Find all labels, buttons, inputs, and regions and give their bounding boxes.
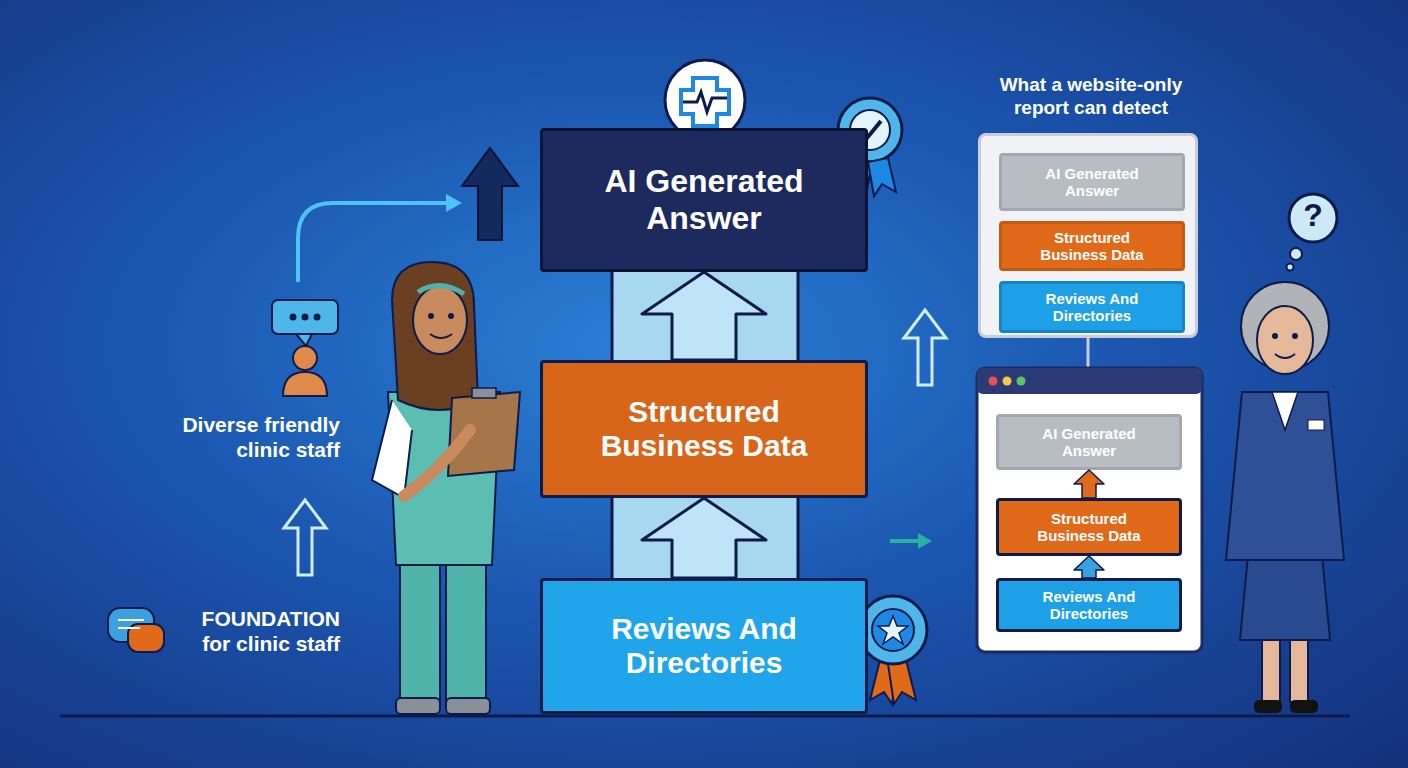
thought-dot — [1290, 248, 1302, 260]
window-dot — [989, 377, 998, 386]
chat-dot — [290, 314, 297, 321]
woman-skirt — [1240, 555, 1330, 640]
box-text: AI Generated Answer — [1029, 425, 1149, 460]
box-text: Reviews And Directories — [1032, 290, 1152, 325]
foundation-label: FOUNDATION for clinic staff — [180, 606, 340, 656]
nurse-eye — [448, 313, 454, 319]
thought-dot — [1287, 264, 1294, 271]
arrow-head — [918, 533, 932, 549]
browser-item: Reviews And Directories — [996, 578, 1182, 632]
woman-leg — [1290, 636, 1308, 702]
browser-item: AI Generated Answer — [996, 414, 1182, 470]
badge-ribbon — [868, 158, 896, 196]
nurse-shoe — [396, 698, 440, 714]
flow-arrow — [1074, 556, 1104, 578]
answer-box: AI Generated Answer — [540, 128, 868, 272]
panel-item: AI Generated Answer — [999, 153, 1185, 211]
data-box: Structured Business Data — [540, 360, 868, 498]
woman-eye — [1292, 333, 1298, 339]
window-dot — [1017, 377, 1026, 386]
badge-ribbon — [888, 660, 916, 704]
woman-smile — [1275, 354, 1295, 358]
panel-link — [1087, 338, 1090, 368]
question-mark: ? — [1293, 196, 1333, 234]
arrow-head — [446, 194, 462, 212]
panel-heading: What a website-only report can detect — [971, 74, 1211, 120]
box-text: Structured Business Data — [573, 395, 835, 464]
person-icon — [283, 372, 327, 396]
staff-label: Diverse friendly clinic staff — [160, 412, 340, 462]
woman-shoe — [1290, 700, 1318, 713]
box-text: AI Generated Answer — [1032, 165, 1152, 200]
pulse-line — [683, 92, 727, 112]
box-text: Reviews And Directories — [1029, 588, 1149, 623]
nurse-hijab — [392, 262, 478, 410]
box-text: Structured Business Data — [1029, 510, 1149, 545]
woman-leg — [1262, 636, 1280, 702]
nurse-shoe — [446, 698, 490, 714]
chat-dot — [314, 314, 321, 321]
person-icon — [293, 346, 317, 370]
directory-box: Reviews And Directories — [540, 578, 868, 714]
up-arrow — [904, 310, 946, 385]
flow-arrow — [642, 498, 766, 578]
woman-shoe — [1254, 700, 1282, 713]
flow-arrow — [642, 272, 766, 360]
name-badge — [1308, 420, 1324, 430]
nurse-eye — [428, 313, 434, 319]
box-text: Reviews And Directories — [573, 612, 835, 681]
clipboard — [448, 392, 520, 476]
ground-line — [60, 715, 1350, 718]
star-icon — [878, 616, 908, 644]
woman-eye — [1272, 333, 1278, 339]
panel-item: Structured Business Data — [999, 221, 1185, 271]
clipboard-clip — [472, 388, 496, 398]
browser-window — [977, 368, 1202, 652]
badge-rosette — [859, 596, 927, 664]
report-panel: What a website-only report can detectAI … — [978, 133, 1198, 338]
chat-bubble — [272, 300, 338, 334]
up-arrow — [462, 148, 518, 240]
chat-line — [118, 619, 144, 621]
browser-bar — [977, 368, 1202, 394]
nurse-smile — [430, 334, 452, 338]
browser-item: Structured Business Data — [996, 498, 1182, 556]
thought-bubble — [1289, 194, 1337, 242]
panel-item: Reviews And Directories — [999, 281, 1185, 333]
window-dot — [1003, 377, 1012, 386]
box-text: Structured Business Data — [1032, 229, 1152, 264]
box-text: AI Generated Answer — [573, 163, 835, 237]
side-arrow — [890, 539, 920, 543]
chat-tail — [296, 334, 312, 346]
flow-arrow — [1074, 470, 1104, 498]
badge-center — [872, 609, 914, 651]
nurse-face — [413, 286, 467, 354]
chat-dot — [302, 314, 309, 321]
woman-face — [1257, 306, 1313, 374]
woman-blazer — [1226, 392, 1344, 560]
up-arrow — [284, 500, 326, 575]
chat-line — [118, 627, 140, 629]
nurse-headband — [418, 285, 464, 294]
nurse-hand — [404, 430, 470, 496]
nurse-arm — [372, 400, 412, 498]
woman-collar — [1272, 392, 1298, 430]
medical-cross — [681, 78, 729, 126]
